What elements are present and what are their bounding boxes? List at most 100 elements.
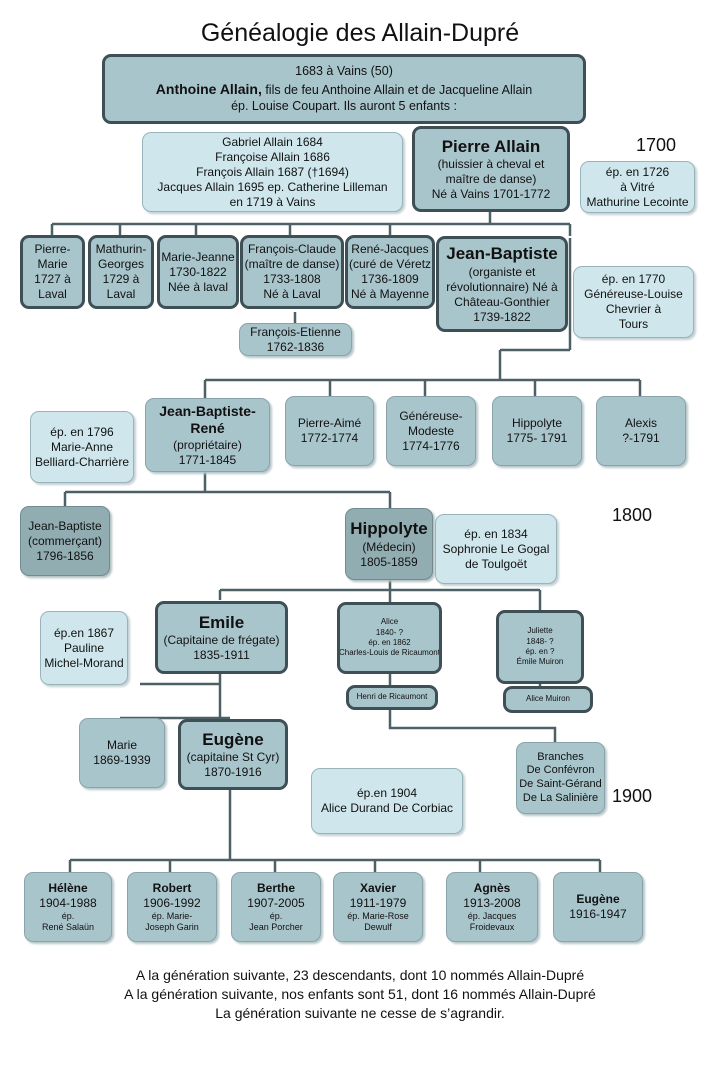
spouse-line: ép. en 1770 bbox=[601, 272, 666, 286]
spouse-line: Alice Durand De Corbiac bbox=[320, 801, 454, 815]
person-line: René-Jacques bbox=[351, 242, 429, 256]
person-name: Xavier bbox=[359, 880, 397, 895]
jean-baptiste-name: Jean-Baptiste bbox=[446, 244, 558, 264]
person-line: 1848- ? bbox=[526, 636, 554, 646]
person-line: Mathurin- bbox=[95, 242, 147, 256]
person-line: ép. bbox=[269, 910, 283, 921]
person-jean-baptiste-rene: Jean-Baptiste- René (propriétaire) 1771-… bbox=[145, 398, 270, 472]
spouse-line: à Vitré bbox=[620, 179, 655, 194]
person-line: ép. en ? bbox=[525, 647, 555, 656]
person-line: Alice bbox=[380, 617, 399, 627]
anthoine-marriage: ép. Louise Coupart. Ils auront 5 enfants… bbox=[231, 99, 457, 114]
anthoine-name: Anthoine Allain, bbox=[155, 80, 262, 97]
person-line: (organiste et bbox=[468, 264, 536, 279]
person-line: Généreuse- bbox=[399, 408, 463, 423]
spouse-line: de Toulgoët bbox=[465, 556, 527, 571]
spouse-line: Chevrier à bbox=[605, 302, 662, 316]
anthoine-line: Anthoine Allain, fils de feu Anthoine Al… bbox=[156, 80, 532, 99]
person-line: 1840- ? bbox=[375, 627, 404, 637]
person-line: 1771-1845 bbox=[178, 452, 237, 467]
branch-line: De La Salinière bbox=[522, 791, 599, 804]
person-henri-de-ricaumont: Henri de Ricaumont bbox=[346, 685, 438, 710]
person-line: Juliette bbox=[527, 626, 553, 636]
person-line: (capitaine St Cyr) bbox=[186, 750, 280, 765]
person-line: (Capitaine de frégate) bbox=[163, 633, 280, 648]
person-hippolyte-medecin: Hippolyte (Médecin) 1805-1859 bbox=[345, 508, 433, 580]
spouse-line: ép. en 1834 bbox=[464, 526, 528, 541]
person-line: Émile Muiron bbox=[516, 657, 564, 667]
person-line: 1727 à bbox=[34, 272, 71, 286]
person-robert: Robert 1906-1992 ép. Marie- Joseph Garin bbox=[127, 872, 217, 942]
anthoine-parents: fils de feu Anthoine Allain et de Jacque… bbox=[261, 82, 533, 97]
person-pierre-marie: Pierre- Marie 1727 à Laval bbox=[20, 235, 85, 309]
person-line: Pierre-Aimé bbox=[297, 416, 362, 430]
person-line: 1729 à bbox=[102, 272, 140, 286]
person-line: Hippolyte bbox=[511, 416, 563, 430]
person-line: René Salaün bbox=[41, 922, 95, 932]
person-line: révolutionnaire) Né à bbox=[446, 279, 558, 294]
person-line: 1911-1979 bbox=[349, 895, 407, 910]
person-eugene: Eugène (capitaine St Cyr) 1870-1916 bbox=[178, 719, 288, 790]
person-berthe: Berthe 1907-2005 ép. Jean Porcher bbox=[231, 872, 321, 942]
person-line: 1736-1809 bbox=[361, 272, 419, 286]
spouse-marie-anne-belliard: ép. en 1796 Marie-Anne Belliard-Charrièr… bbox=[30, 411, 134, 483]
year-label-1700: 1700 bbox=[636, 135, 677, 155]
person-pierre-aime: Pierre-Aimé 1772-1774 bbox=[285, 396, 374, 466]
pierre-role-1: (huissier à cheval et bbox=[437, 157, 545, 172]
sibling-gabriel: Gabriel Allain 1684 bbox=[222, 134, 323, 149]
sibling-jacques-place: en 1719 à Vains bbox=[229, 194, 316, 209]
person-line: 1730-1822 bbox=[169, 264, 227, 279]
person-line: 1869-1939 bbox=[93, 753, 151, 767]
spouse-line: ép.en 1867 bbox=[53, 625, 115, 640]
person-line: Marie bbox=[106, 738, 137, 752]
person-anthoine-allain: 1683 à Vains (50) Anthoine Allain, fils … bbox=[102, 54, 586, 124]
person-marie-jeanne: Marie-Jeanne 1730-1822 Née à laval bbox=[157, 235, 239, 309]
page-title: Généalogie des Allain-Dupré bbox=[200, 19, 520, 47]
pierre-role-2: maître de danse) bbox=[445, 172, 537, 187]
spouse-line: Marie-Anne bbox=[50, 439, 114, 454]
person-xavier: Xavier 1911-1979 ép. Marie-Rose Dewulf bbox=[333, 872, 423, 942]
branches-box: Branches De Confévron De Saint-Gérand De… bbox=[516, 742, 605, 814]
person-line: ép. Marie-Rose bbox=[347, 910, 409, 921]
branch-line: Branches bbox=[537, 750, 584, 763]
person-line: (propriétaire) bbox=[173, 437, 242, 452]
branch-line: De Saint-Gérand bbox=[519, 778, 602, 790]
spouse-line: Tours bbox=[618, 317, 649, 331]
person-line: Jean Porcher bbox=[249, 922, 303, 932]
person-line: 1916-1947 bbox=[569, 907, 627, 921]
person-line: 1907-2005 bbox=[247, 895, 305, 910]
person-line: Marie-Jeanne bbox=[161, 249, 235, 264]
person-pierre-allain: Pierre Allain (huissier à cheval et maît… bbox=[412, 126, 570, 212]
year-label-1800: 1800 bbox=[612, 505, 653, 525]
person-line: Pierre- bbox=[34, 242, 71, 256]
person-alice: Alice 1840- ? ép. en 1862 Charles-Louis … bbox=[337, 602, 442, 674]
person-line: Henri de Ricaumont bbox=[356, 692, 428, 702]
person-line: Née à laval bbox=[167, 279, 229, 294]
person-line: 1774-1776 bbox=[402, 438, 460, 453]
person-agnes: Agnès 1913-2008 ép. Jacques Froidevaux bbox=[446, 872, 538, 942]
person-line: Né à Mayenne bbox=[350, 287, 430, 301]
footer-line-3: La génération suivante ne cesse de s’agr… bbox=[215, 1005, 505, 1022]
person-name: Hélène bbox=[48, 880, 88, 895]
spouse-alice-durand-de-corbiac: ép.en 1904 Alice Durand De Corbiac bbox=[311, 768, 463, 834]
person-name: Eugène bbox=[576, 892, 620, 906]
person-line: Georges bbox=[97, 257, 145, 271]
person-line: Château-Gonthier bbox=[454, 294, 550, 309]
sibling-francoise: Françoise Allain 1686 bbox=[215, 149, 330, 164]
person-line: (curé de Véretz bbox=[348, 257, 432, 271]
spouse-line: Pauline bbox=[63, 640, 105, 655]
person-line: 1772-1774 bbox=[300, 431, 359, 445]
person-juliette: Juliette 1848- ? ép. en ? Émile Muiron bbox=[496, 610, 584, 684]
person-francois-etienne: François-Etienne 1762-1836 bbox=[239, 323, 352, 356]
person-line: ?-1791 bbox=[622, 431, 660, 445]
person-line: Froidevaux bbox=[469, 922, 515, 932]
person-line: 1733-1808 bbox=[263, 272, 321, 286]
person-line: ép. Marie- bbox=[151, 910, 193, 921]
siblings-box: Gabriel Allain 1684 Françoise Allain 168… bbox=[142, 132, 403, 212]
person-name: Emile bbox=[198, 612, 245, 632]
person-line: François-Claude bbox=[247, 242, 337, 256]
person-name: Agnès bbox=[473, 880, 511, 895]
pierre-name: Pierre Allain bbox=[441, 136, 541, 156]
person-line: (maître de danse) bbox=[244, 257, 340, 271]
